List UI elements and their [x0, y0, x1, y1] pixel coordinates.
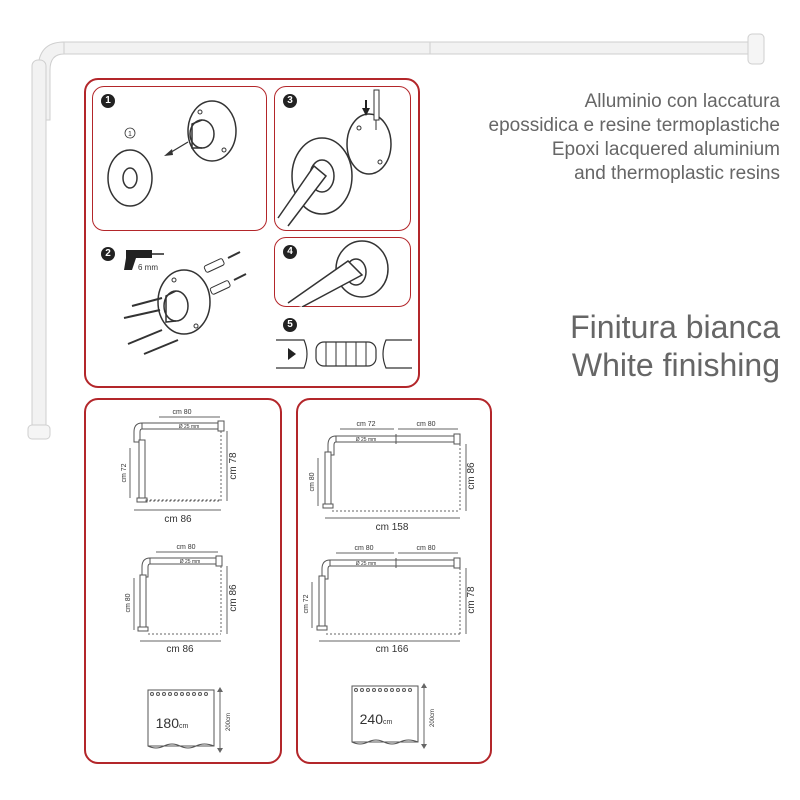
curtain-240-width: 240: [360, 711, 384, 727]
finish-description: Finitura bianca White finishing: [570, 308, 780, 384]
config-c-height-label: cm 86: [466, 462, 477, 490]
curtain-240-diagram: 240cm 200cm: [351, 683, 436, 749]
config-d-top2-label: cm 80: [416, 545, 435, 552]
step-1-sub-label: 1: [128, 131, 132, 138]
config-c-dia-label: Ø 25 mm: [356, 437, 377, 443]
curtain-180-diagram: 180cm 200cm: [147, 687, 232, 753]
config-d-side-label: cm 72: [303, 594, 310, 613]
config-d-diagram: cm 80 cm 80 Ø 25 mm cm 72 cm 78 cm 166: [303, 545, 477, 655]
curtain-180-unit: cm: [179, 723, 189, 730]
svg-text:180cm: 180cm: [156, 715, 189, 731]
config-c-diagram: cm 72 cm 80 Ø 25 mm cm 80 cm 86 cm 158: [309, 421, 477, 533]
config-diagrams-left: cm 80 Ø 25 mm cm 72 cm 78 cm 86 cm 80 Ø …: [121, 409, 239, 753]
material-line-1: Alluminio con laccatura: [584, 91, 780, 112]
material-line-3: Epoxi lacquered aluminium: [551, 139, 780, 160]
config-a-diagram: cm 80 Ø 25 mm cm 72 cm 78 cm 86: [121, 409, 239, 525]
step-1-number: 1: [101, 94, 115, 108]
config-b-top-label: cm 80: [176, 544, 195, 551]
step-5-illustration: [276, 339, 412, 369]
config-c-width-label: cm 158: [376, 522, 409, 533]
step-2-number: 2: [101, 247, 115, 261]
config-c-top2-label: cm 80: [416, 421, 435, 428]
config-b-height-label: cm 86: [228, 584, 239, 612]
drill-size-label: 6 mm: [138, 263, 158, 272]
material-line-4: and thermoplastic resins: [574, 163, 780, 184]
curtain-240-unit: cm: [383, 719, 393, 726]
finish-line-2: White finishing: [571, 347, 780, 383]
curtain-180-height: 200cm: [226, 713, 232, 731]
config-diagrams-right: cm 72 cm 80 Ø 25 mm cm 80 cm 86 cm 158 c…: [303, 421, 477, 749]
step-4-box: [274, 237, 411, 307]
material-line-2: epossidica e resine termoplastiche: [488, 115, 781, 136]
config-a-dia-label: Ø 25 mm: [179, 424, 200, 430]
config-a-height-label: cm 78: [228, 452, 239, 480]
config-b-side-label: cm 80: [125, 593, 132, 612]
config-a-width-label: cm 86: [164, 514, 192, 525]
config-a-side-label: cm 72: [121, 463, 128, 482]
config-b-diagram: cm 80 Ø 25 mm cm 80 cm 86 cm 86: [125, 544, 239, 655]
config-d-top1-label: cm 80: [354, 545, 373, 552]
step-1-box: [92, 86, 267, 231]
step-3-illustration: [277, 89, 392, 227]
finish-line-1: Finitura bianca: [570, 309, 780, 345]
step-3-number: 3: [283, 94, 297, 108]
step-4-number: 4: [283, 245, 297, 259]
step-4-illustration: [287, 240, 389, 307]
config-a-top-label: cm 80: [172, 409, 191, 416]
config-b-dia-label: Ø 25 mm: [180, 559, 201, 565]
config-c-top1-label: cm 72: [356, 421, 375, 428]
step-1-illustration: 1: [107, 100, 237, 207]
step-3-box: [274, 86, 411, 231]
config-b-width-label: cm 86: [166, 644, 194, 655]
config-d-height-label: cm 78: [466, 586, 477, 614]
curtain-240-height: 200cm: [430, 709, 436, 727]
config-c-side-label: cm 80: [309, 472, 316, 491]
curtain-180-width: 180: [156, 715, 180, 731]
step-5-number: 5: [283, 318, 297, 332]
svg-text:240cm: 240cm: [360, 711, 393, 727]
config-d-width-label: cm 166: [376, 644, 409, 655]
config-d-dia-label: Ø 25 mm: [356, 561, 377, 567]
material-description: Alluminio con laccatura epossidica e res…: [489, 90, 781, 186]
step-2-illustration: 6 mm: [123, 250, 247, 355]
